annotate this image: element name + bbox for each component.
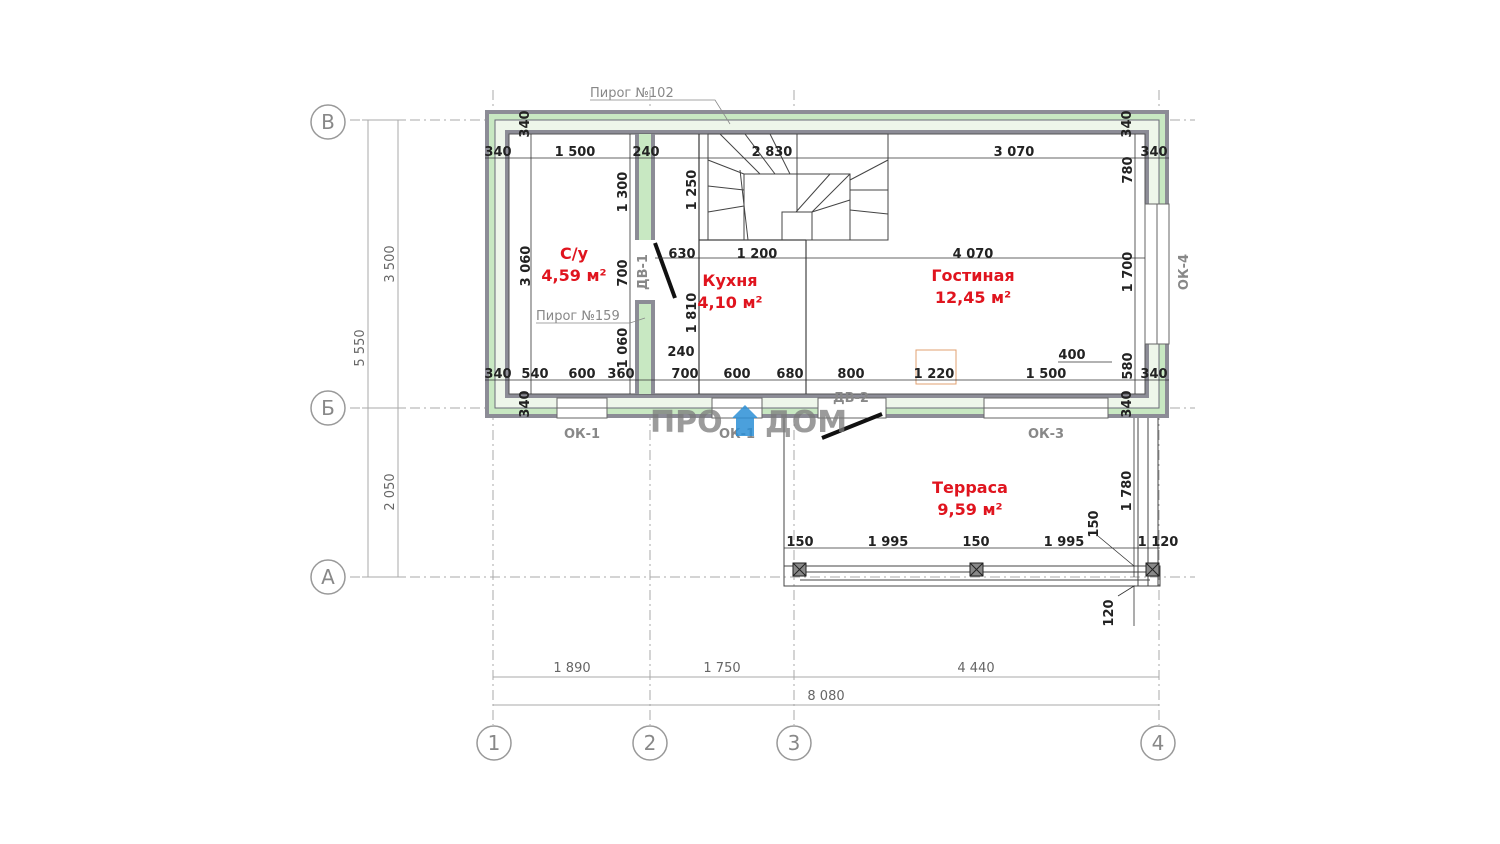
dim-ter-1995b: 1 995	[1044, 535, 1085, 550]
dim-1890: 1 890	[553, 661, 590, 676]
dim-bot-680: 680	[776, 367, 803, 382]
dim-v-580: 580	[1121, 352, 1136, 379]
dim-v-1810: 1 810	[685, 293, 700, 334]
dim-bot-1220: 1 220	[914, 367, 955, 382]
tag-ok3: ОК-3	[1028, 427, 1064, 442]
dim-total-8080: 8 080	[807, 689, 844, 704]
leader-pirog-102	[590, 99, 731, 125]
dim-bot-800: 800	[837, 367, 864, 382]
dim-v-1780: 1 780	[1120, 471, 1135, 512]
dim-ter-150b: 150	[962, 535, 989, 550]
dim-ter-150c: 150	[1087, 510, 1102, 537]
dim-wall-bot-left: 340	[518, 390, 533, 417]
svg-text:4: 4	[1152, 731, 1165, 755]
dim-v-1250: 1 250	[685, 170, 700, 211]
terrace-posts	[792, 562, 1160, 577]
dim-ter-1995a: 1 995	[868, 535, 909, 550]
axis-bubble-3: 3	[776, 725, 812, 761]
note-pirog-159: Пирог №159	[536, 309, 620, 324]
terrace-leaders	[1097, 535, 1135, 626]
dim-ter-150a: 150	[786, 535, 813, 550]
svg-text:1: 1	[488, 731, 501, 755]
room-bath-name: С/у	[560, 244, 589, 263]
dim-v-1700: 1 700	[1121, 252, 1136, 293]
dim-top-1500: 1 500	[555, 145, 596, 160]
dim-240b: 240	[667, 345, 694, 360]
exterior-walls	[485, 110, 1169, 418]
tag-ok1-left: ОК-1	[564, 427, 600, 442]
room-kitchen-name: Кухня	[702, 271, 757, 290]
dim-ter-1120: 1 120	[1138, 535, 1179, 550]
room-living-name: Гостиная	[931, 266, 1014, 285]
tag-ok4: ОК-4	[1177, 254, 1192, 290]
dim-top-3070: 3 070	[994, 145, 1035, 160]
dim-3500: 3 500	[383, 245, 398, 282]
svg-text:Б: Б	[321, 396, 335, 420]
dim-v-700: 700	[616, 259, 631, 286]
dim-bot-600b: 600	[723, 367, 750, 382]
dim-5550: 5 550	[353, 329, 368, 366]
interior-dim-lines	[485, 134, 1169, 577]
bottom-dimensions	[493, 676, 1159, 706]
dim-v-780: 780	[1121, 156, 1136, 183]
dim-v-1060: 1 060	[616, 328, 631, 369]
dim-bot-600a: 600	[568, 367, 595, 382]
note-pirog-102: Пирог №102	[590, 86, 674, 101]
dim-bot-700: 700	[671, 367, 698, 382]
axis-bubble-4: 4	[1140, 725, 1176, 761]
dim-mid-1200: 1 200	[737, 247, 778, 262]
dim-bot-1500: 1 500	[1026, 367, 1067, 382]
room-terrace-area: 9,59 м²	[937, 500, 1002, 519]
dim-wall-top-right: 340	[1120, 110, 1135, 137]
dim-400: 400	[1058, 348, 1085, 363]
svg-text:3: 3	[788, 731, 801, 755]
svg-text:В: В	[321, 110, 335, 134]
door-dv2	[821, 412, 883, 440]
axis-bubble-1: 1	[476, 725, 512, 761]
axis-bubble-b: Б	[310, 390, 346, 426]
dim-wall-bot-right: 340	[1120, 390, 1135, 417]
left-dimensions	[362, 119, 404, 578]
dim-bot-340-left: 340	[484, 367, 511, 382]
dim-mid-630: 630	[668, 247, 695, 262]
room-living-area: 12,45 м²	[935, 288, 1011, 307]
staircase	[707, 133, 889, 241]
dim-top-340-right: 340	[1140, 145, 1167, 160]
interior-walls	[635, 134, 807, 394]
dim-top-2830: 2 830	[752, 145, 793, 160]
dim-v-3060: 3 060	[519, 246, 534, 287]
dim-v-120: 120	[1102, 599, 1117, 626]
axis-bubble-a: А	[310, 559, 346, 595]
tag-dv2: ДВ-2	[833, 391, 869, 406]
dim-top-340-left: 340	[484, 145, 511, 160]
axis-bubble-2: 2	[632, 725, 668, 761]
dim-mid-4070: 4 070	[953, 247, 994, 262]
dim-bot-360: 360	[607, 367, 634, 382]
dim-2050: 2 050	[383, 473, 398, 510]
room-terrace-name: Терраса	[932, 478, 1008, 497]
prodom-logo: ПРО ДОМ	[650, 405, 847, 440]
fixture-frame	[915, 349, 957, 385]
dim-bot-340-right: 340	[1140, 367, 1167, 382]
dim-bot-540: 540	[521, 367, 548, 382]
right-window	[1144, 203, 1170, 345]
bottom-windows	[556, 397, 1109, 419]
svg-text:2: 2	[644, 731, 657, 755]
dim-4440: 4 440	[957, 661, 994, 676]
dim-v-1300: 1 300	[616, 172, 631, 213]
room-bath-area: 4,59 м²	[541, 266, 606, 285]
dim-top-240: 240	[632, 145, 659, 160]
leader-pirog-159	[536, 317, 646, 324]
svg-text:А: А	[321, 565, 335, 589]
svg-text:ПРО: ПРО	[650, 405, 723, 440]
dim-wall-top-left: 340	[518, 110, 533, 137]
door-dv1	[653, 242, 677, 299]
tag-dv1: ДВ-1	[636, 254, 651, 290]
dim-1750: 1 750	[703, 661, 740, 676]
room-kitchen-area: 4,10 м²	[697, 293, 762, 312]
svg-text:ДОМ: ДОМ	[765, 405, 847, 440]
axis-bubble-v: В	[310, 104, 346, 140]
